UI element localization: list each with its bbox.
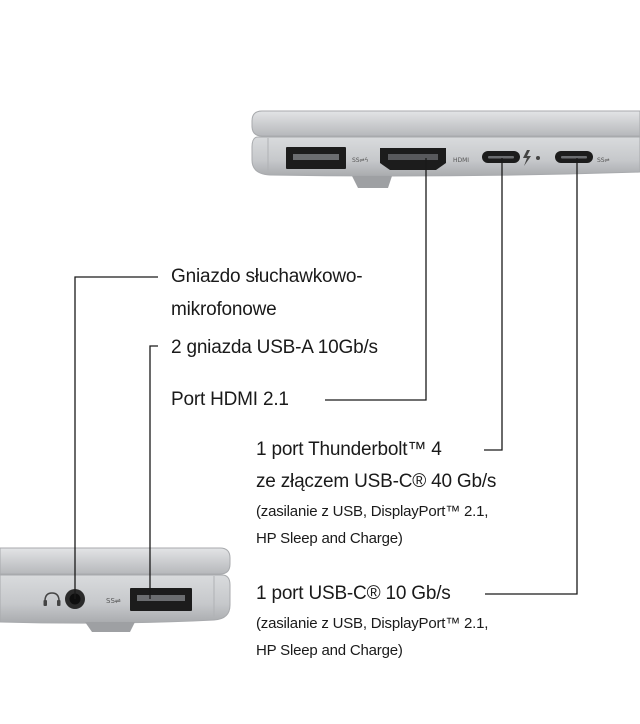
label-headphone-line1: Gniazdo słuchawkowo-	[171, 266, 363, 287]
laptop-right-side: SS⇌ϟ HDMI SS⇌	[251, 110, 640, 188]
label-usb-c-line1: 1 port USB-C® 10 Gb/s	[256, 583, 451, 604]
note-thunderbolt-line1: (zasilanie z USB, DisplayPort™ 2.1,	[256, 503, 489, 520]
label-thunderbolt-line2: ze złączem USB-C® 40 Gb/s	[256, 471, 497, 492]
label-usb-a: 2 gniazda USB-A 10Gb/s	[171, 337, 378, 358]
leader-lines	[74, 158, 578, 599]
label-thunderbolt-line1: 1 port Thunderbolt™ 4	[256, 439, 442, 460]
usb-logo-icon: SS⇌ϟ	[352, 157, 369, 164]
usb-a-port-left	[130, 588, 192, 611]
leader-line-hdmi	[325, 158, 427, 401]
usb-a-port	[286, 147, 346, 169]
usb-logo-icon: SS⇌	[106, 597, 121, 605]
laptop-left-side: SS⇌	[0, 547, 231, 632]
svg-text:SS⇌ϟ: SS⇌ϟ	[352, 157, 369, 164]
leader-line-usb-c	[485, 158, 578, 595]
thunderbolt-icon	[523, 150, 531, 166]
usb-c-logo-icon: SS⇌	[597, 157, 610, 164]
label-headphone-line2: mikrofonowe	[171, 299, 277, 320]
leader-line-thunderbolt	[484, 158, 503, 451]
hdmi-logo-icon: HDMI	[453, 157, 469, 164]
hdmi-port	[380, 148, 446, 170]
leader-line-usb-a	[149, 345, 158, 599]
power-dot-icon	[536, 156, 540, 160]
label-hdmi: Port HDMI 2.1	[171, 389, 289, 410]
headphone-icon	[43, 592, 61, 606]
svg-text:HDMI: HDMI	[453, 157, 469, 164]
leader-line-headphone	[74, 276, 158, 599]
svg-text:SS⇌: SS⇌	[597, 157, 610, 164]
note-usb-c-line1: (zasilanie z USB, DisplayPort™ 2.1,	[256, 615, 489, 632]
note-thunderbolt-line2: HP Sleep and Charge)	[256, 530, 403, 547]
note-usb-c-line2: HP Sleep and Charge)	[256, 642, 403, 659]
svg-text:SS⇌: SS⇌	[106, 597, 121, 605]
usb-c-port	[555, 151, 593, 163]
thunderbolt-port	[482, 151, 520, 163]
